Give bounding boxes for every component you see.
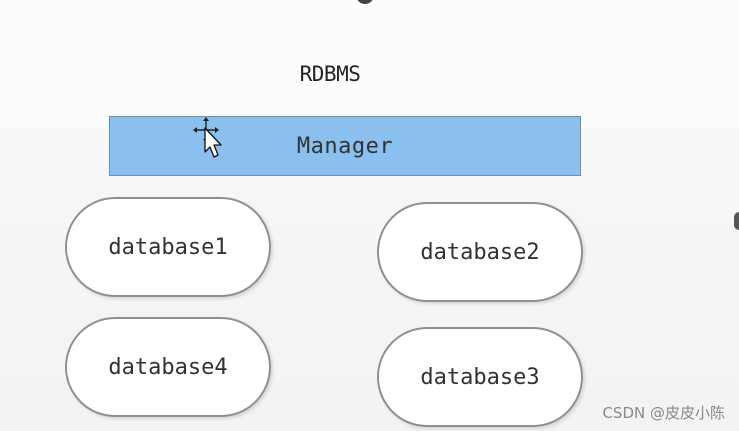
manager-box: Manager — [109, 116, 581, 176]
edge-handle — [734, 212, 739, 230]
database-label: database1 — [108, 234, 228, 260]
manager-label: Manager — [296, 133, 394, 159]
move-cursor-icon — [193, 117, 222, 158]
diagram-title: RDBMS — [299, 62, 361, 86]
database-node-2: database2 — [377, 202, 583, 302]
watermark: CSDN @皮皮小陈 — [602, 404, 725, 422]
diagram-background-top — [0, 0, 739, 128]
database-node-1: database1 — [65, 197, 271, 297]
cropped-glyph — [356, 0, 374, 4]
database-label: database3 — [420, 364, 540, 390]
database-node-3: database3 — [377, 327, 583, 427]
database-node-4: database4 — [65, 317, 271, 417]
database-label: database2 — [420, 239, 540, 265]
database-label: database4 — [108, 354, 228, 380]
